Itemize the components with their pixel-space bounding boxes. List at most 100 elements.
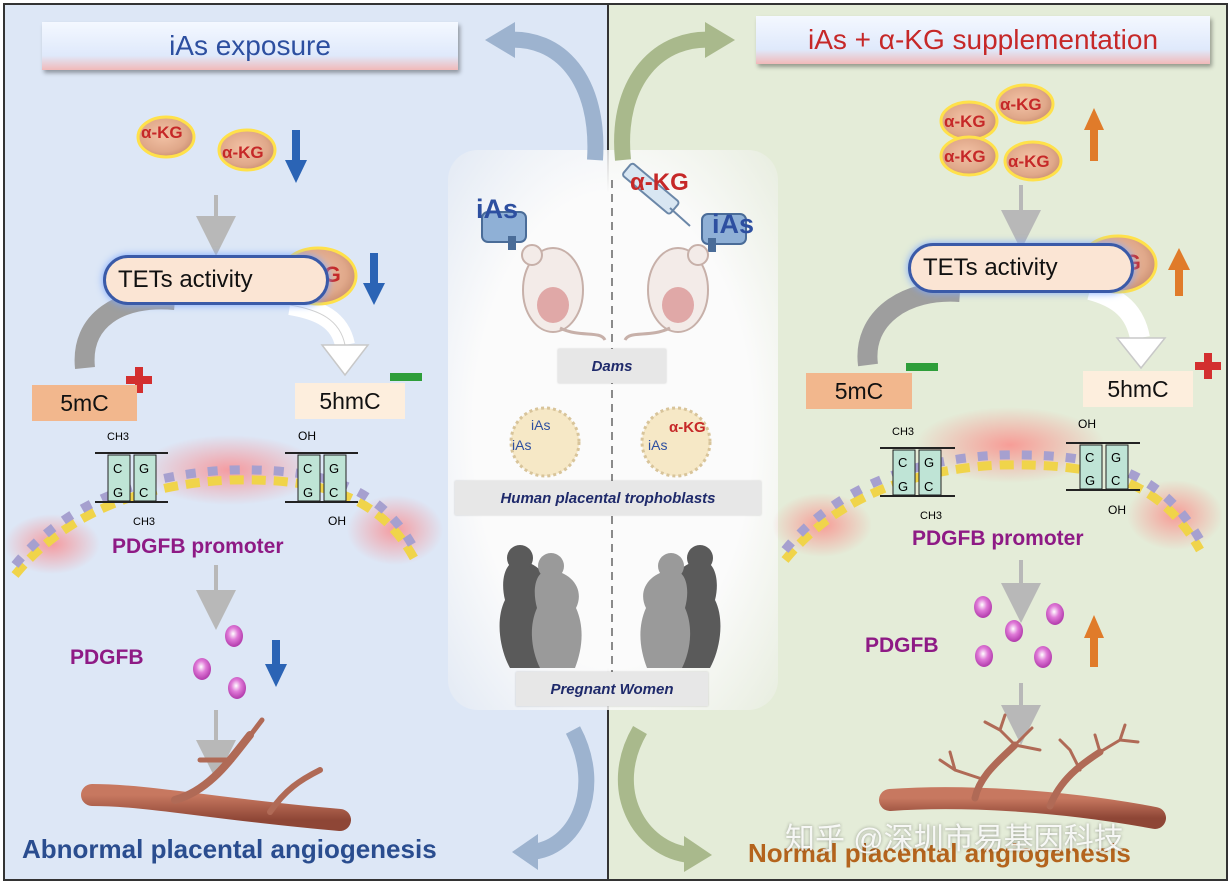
syringe-icon — [622, 162, 691, 227]
svg-text:OH: OH — [298, 429, 316, 443]
right-title: iAs + α-KG supplementation — [756, 16, 1210, 64]
5mc-label: 5mC — [32, 385, 137, 421]
dna-helix — [772, 407, 1223, 563]
svg-text:G: G — [924, 455, 934, 470]
svg-text:G: G — [139, 461, 149, 476]
svg-text:α-KG: α-KG — [222, 143, 264, 162]
dams-label: Dams — [558, 349, 666, 383]
5mc-label: 5mC — [806, 373, 912, 409]
svg-text:C: C — [924, 479, 933, 494]
svg-text:C: C — [329, 485, 338, 500]
normal-angiogenesis-label: Normal placental angiogenesis — [748, 838, 1131, 868]
conversion-arc — [857, 281, 961, 367]
svg-text:G: G — [303, 485, 313, 500]
up-arrow-icon — [1168, 248, 1190, 296]
svg-text:C: C — [139, 485, 148, 500]
pdgfb-label: PDGFB — [70, 646, 144, 669]
svg-text:CH3: CH3 — [133, 516, 155, 528]
ias-bottle-icon — [481, 211, 527, 250]
svg-text:iAs: iAs — [531, 417, 550, 433]
conversion-arc — [74, 289, 176, 370]
watermark: 知乎 @深圳市易基因科技 — [785, 823, 1124, 856]
down-arrow-icon — [363, 253, 385, 305]
svg-text:iAs: iAs — [648, 437, 667, 453]
hydroxymethylated-cpg: C G G C OH OH — [1066, 417, 1140, 517]
svg-text:OH: OH — [328, 514, 346, 528]
ias-label: iAs — [476, 194, 518, 224]
trophoblast-cell-icon: α-KG iAs — [640, 406, 712, 478]
svg-text:G: G — [113, 485, 123, 500]
left-title: iAs exposure — [42, 22, 458, 70]
cycle-arrow-bottom-right — [617, 725, 712, 872]
svg-text:OH: OH — [1078, 417, 1096, 431]
cycle-arrow-bottom-left — [512, 726, 595, 870]
5hmc-label: 5hmC — [1083, 371, 1193, 407]
methylated-cpg: C G G C CH3 CH3 — [880, 426, 955, 522]
pregnant-women-label: Pregnant Women — [516, 672, 708, 706]
up-arrow-icon — [1084, 108, 1104, 161]
svg-text:CH3: CH3 — [107, 431, 129, 443]
tets-activity-label: TETs activity — [103, 255, 329, 305]
pregnant-rat-icon — [521, 244, 607, 341]
svg-text:C: C — [303, 461, 312, 476]
trophoblast-cell-icon: iAs iAs — [509, 406, 581, 478]
ias-bottle-icon — [701, 213, 747, 252]
akg-molecule: α-KG — [136, 115, 196, 159]
dna-helix — [4, 435, 443, 578]
plus-sign — [126, 367, 152, 393]
hydroxymethylated-cpg: C G G C OH OH — [285, 429, 358, 528]
svg-text:C: C — [113, 461, 122, 476]
svg-text:CH3: CH3 — [920, 510, 942, 522]
svg-text:α-KG: α-KG — [141, 123, 183, 142]
akg-molecule: α-KG — [1003, 140, 1063, 182]
pdgfb-protein — [225, 625, 243, 647]
pdgfb-protein — [1034, 646, 1052, 668]
pdgfb-protein — [975, 645, 993, 667]
methylated-cpg: C G G C CH3 CH3 — [95, 431, 168, 528]
pregnant-women-icon — [640, 545, 721, 668]
tets-activity-label: TETs activity — [908, 243, 1134, 293]
pregnant-women-icon — [499, 545, 582, 668]
pdgfb-label: PDGFB — [865, 634, 939, 657]
svg-text:α-KG: α-KG — [1000, 95, 1042, 114]
svg-text:G: G — [1111, 450, 1121, 465]
svg-text:α-KG: α-KG — [944, 112, 986, 131]
svg-text:α-KG: α-KG — [1008, 152, 1050, 171]
trophoblasts-label: Human placental trophoblasts — [455, 481, 761, 515]
svg-text:OH: OH — [1108, 503, 1126, 517]
akg-molecule: α-KG — [939, 100, 999, 142]
cycle-arrow-top-left — [485, 22, 604, 161]
svg-text:C: C — [1085, 450, 1094, 465]
pdgfb-promoter-label: PDGFB promoter — [912, 527, 1084, 550]
normal-blood-vessel — [879, 713, 1166, 829]
minus-sign — [390, 373, 422, 381]
akg-molecule: α-KG — [939, 135, 999, 177]
conversion-arrow — [288, 295, 370, 377]
svg-text:C: C — [1111, 473, 1120, 488]
pdgfb-protein — [193, 658, 211, 680]
pdgfb-protein — [1005, 620, 1023, 642]
svg-text:α-KG: α-KG — [669, 419, 706, 436]
pdgfb-protein — [228, 677, 246, 699]
svg-text:C: C — [898, 455, 907, 470]
5hmc-label: 5hmC — [295, 383, 405, 419]
down-arrow-icon — [265, 640, 287, 687]
pdgfb-promoter-label: PDGFB promoter — [112, 535, 284, 558]
akg-molecule: α-KG — [995, 83, 1055, 125]
abnormal-angiogenesis-label: Abnormal placental angiogenesis — [22, 834, 437, 864]
pdgfb-protein — [974, 596, 992, 618]
svg-text:G: G — [329, 461, 339, 476]
plus-sign — [1195, 353, 1221, 379]
conversion-arrow — [1087, 280, 1167, 370]
pdgfb-protein — [1046, 603, 1064, 625]
up-arrow-icon — [1084, 615, 1104, 667]
cycle-arrow-top-right — [614, 22, 735, 161]
abnormal-blood-vessel — [81, 717, 351, 831]
ias-label: iAs — [712, 209, 754, 239]
svg-text:α-KG: α-KG — [944, 147, 986, 166]
svg-text:G: G — [898, 479, 908, 494]
svg-text:G: G — [1085, 473, 1095, 488]
svg-text:CH3: CH3 — [892, 426, 914, 438]
minus-sign — [906, 363, 938, 371]
